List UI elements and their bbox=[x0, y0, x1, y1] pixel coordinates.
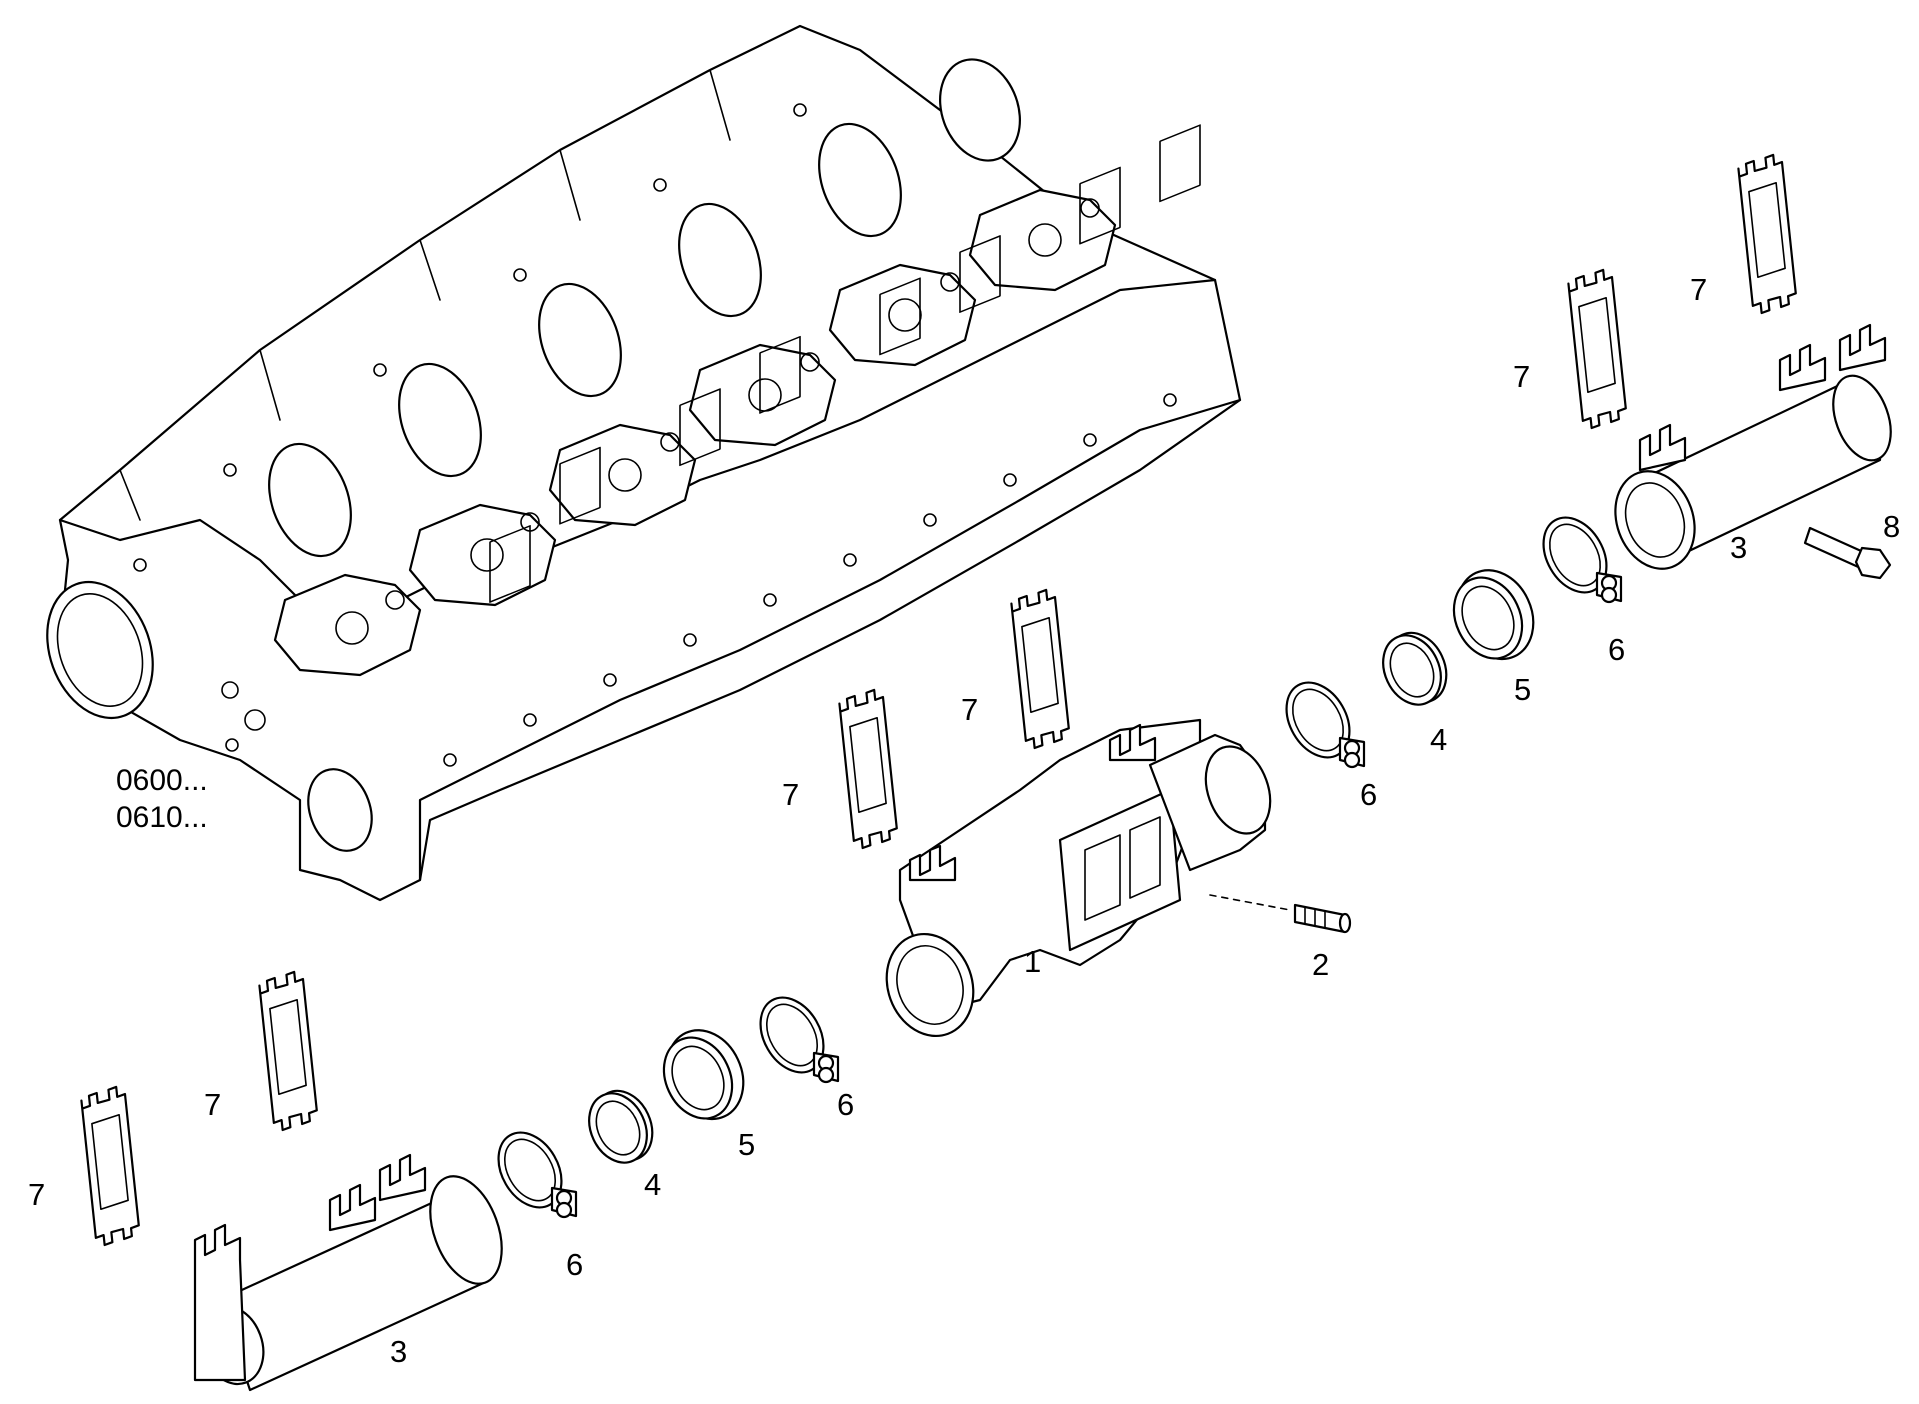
callout-6-center-right: 6 bbox=[1360, 777, 1377, 812]
callout-7-upper-right: 7 bbox=[1690, 272, 1707, 307]
cylinder-head bbox=[46, 24, 1242, 902]
callout-7-center-left: 7 bbox=[782, 777, 799, 812]
clamp-6-center-right bbox=[1272, 670, 1366, 770]
callout-2: 2 bbox=[1312, 947, 1329, 982]
bellows-5-lower bbox=[650, 1016, 759, 1133]
callout-7-lower-left: 7 bbox=[28, 1177, 45, 1212]
bellows-5-upper bbox=[1440, 556, 1549, 673]
bolt-8 bbox=[1803, 526, 1892, 580]
clamp-6-upper-right bbox=[1529, 505, 1623, 605]
callout-6-center-left: 6 bbox=[837, 1087, 854, 1122]
callout-8: 8 bbox=[1883, 509, 1900, 544]
gasket-7-upper-left bbox=[1566, 268, 1629, 430]
callout-7-upper-left: 7 bbox=[1513, 359, 1530, 394]
center-manifold bbox=[885, 718, 1272, 1038]
callout-3-upper: 3 bbox=[1730, 530, 1747, 565]
end-pipe-3-lower bbox=[193, 1153, 503, 1392]
gasket-7-upper-right bbox=[1736, 153, 1799, 315]
gasket-7-center-left bbox=[837, 688, 900, 850]
clamp-6-center-left bbox=[746, 985, 840, 1085]
stud-2 bbox=[1209, 894, 1352, 934]
callout-6-upper-right: 6 bbox=[1608, 632, 1625, 667]
gasket-7-lower-left bbox=[79, 1085, 142, 1247]
end-pipe-3-upper bbox=[1614, 323, 1892, 570]
sleeve-4-lower bbox=[577, 1080, 665, 1174]
sleeve-4-upper bbox=[1371, 622, 1459, 716]
reference-code-0610: 0610... bbox=[116, 801, 208, 834]
gasket-7-lower-right bbox=[257, 970, 320, 1132]
callout-7-center-right: 7 bbox=[961, 692, 978, 727]
clamp-6-lower-left bbox=[484, 1120, 578, 1220]
callout-3-lower: 3 bbox=[390, 1334, 407, 1369]
callout-7-lower-right: 7 bbox=[204, 1087, 221, 1122]
reference-code-0600: 0600... bbox=[116, 764, 208, 797]
callout-6-lower-left: 6 bbox=[566, 1247, 583, 1282]
gasket-7-center-right bbox=[1009, 588, 1072, 750]
callout-4-upper: 4 bbox=[1430, 722, 1447, 757]
callout-5-lower: 5 bbox=[738, 1127, 755, 1162]
callout-1: 1 bbox=[1024, 944, 1041, 979]
callout-5-upper: 5 bbox=[1514, 672, 1531, 707]
callout-4-lower: 4 bbox=[644, 1167, 661, 1202]
